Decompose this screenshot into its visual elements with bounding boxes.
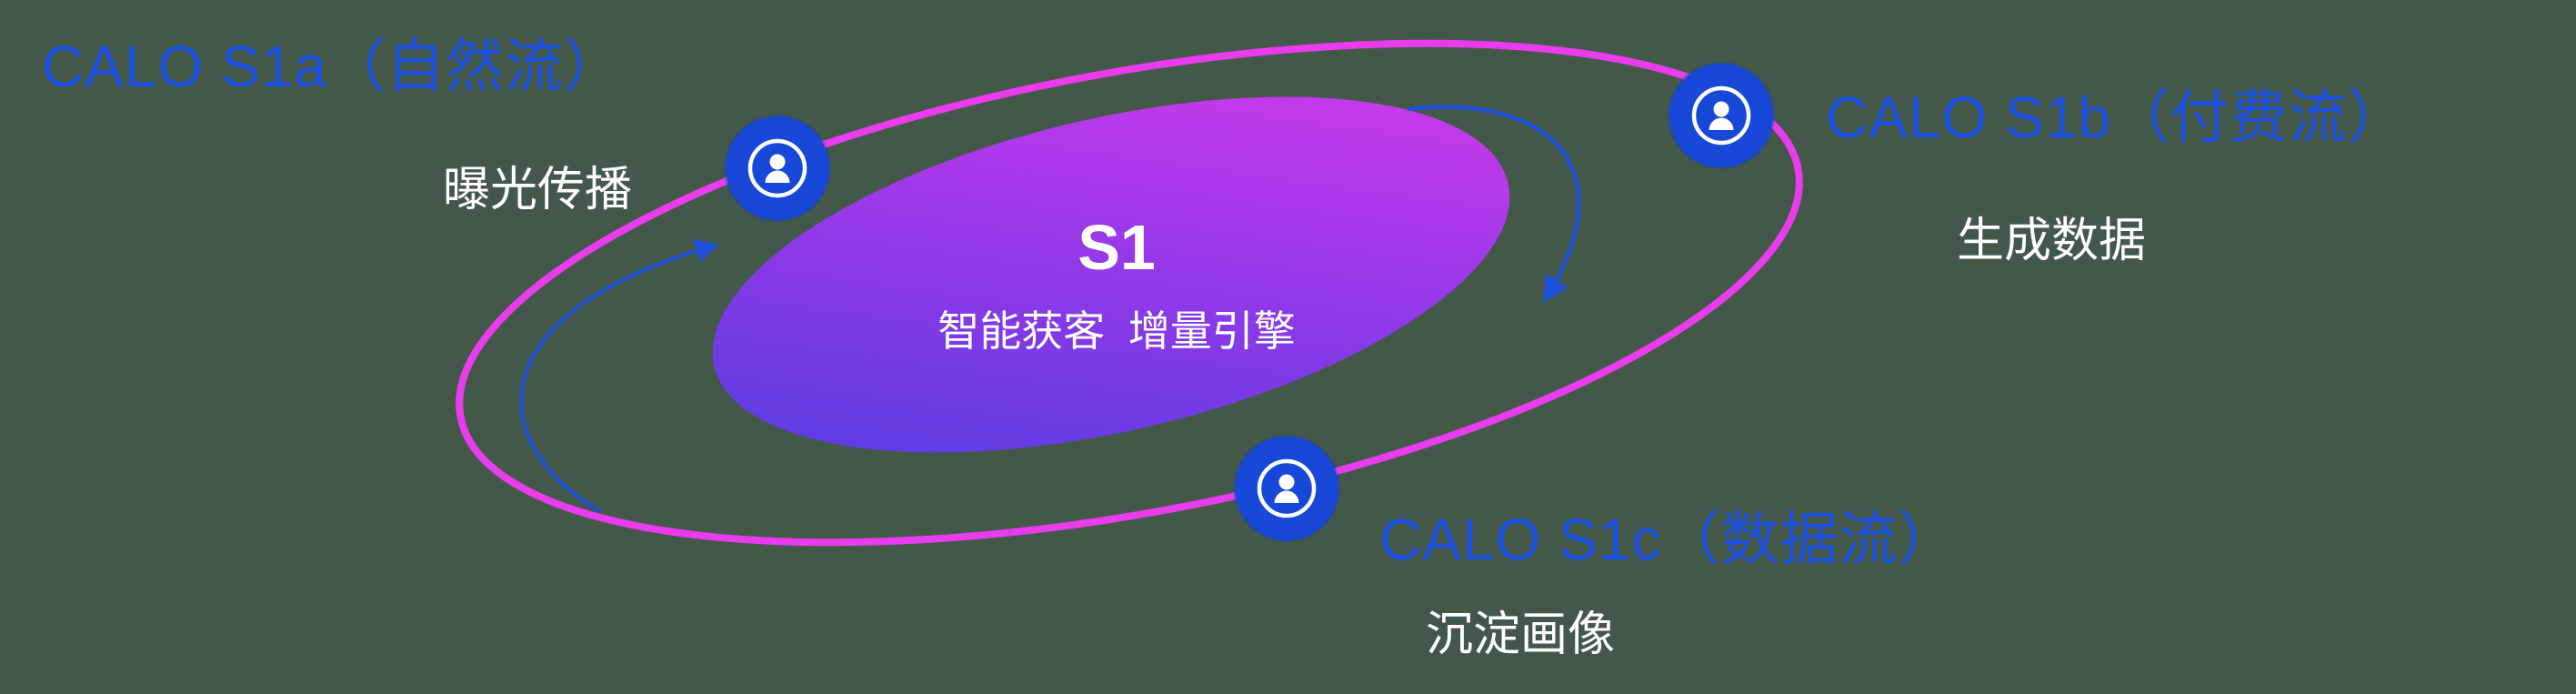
center-ellipse xyxy=(712,96,1510,453)
orbit-ring xyxy=(456,39,1803,547)
sublabel-s1c: 沉淀画像 xyxy=(1426,609,1616,661)
node-s1b xyxy=(1669,64,1773,167)
arrow-right xyxy=(1407,105,1581,303)
node-s1a xyxy=(726,116,829,220)
center-subtitle: 智能获客 增量引擎 xyxy=(937,307,1296,355)
center-title: S1 xyxy=(1078,212,1156,283)
label-s1a: CALO S1a（自然流） xyxy=(42,34,623,99)
label-s1b: CALO S1b（付费流） xyxy=(1826,85,2407,150)
sublabel-s1a: 曝光传播 xyxy=(443,164,633,216)
person-icon xyxy=(1691,85,1751,146)
label-s1c: CALO S1c（数据流） xyxy=(1379,507,1958,572)
person-icon xyxy=(1257,458,1317,518)
arrow-left xyxy=(519,239,720,513)
person-icon xyxy=(747,138,807,198)
sublabel-s1b: 生成数据 xyxy=(1957,215,2147,267)
node-s1c xyxy=(1235,437,1338,540)
